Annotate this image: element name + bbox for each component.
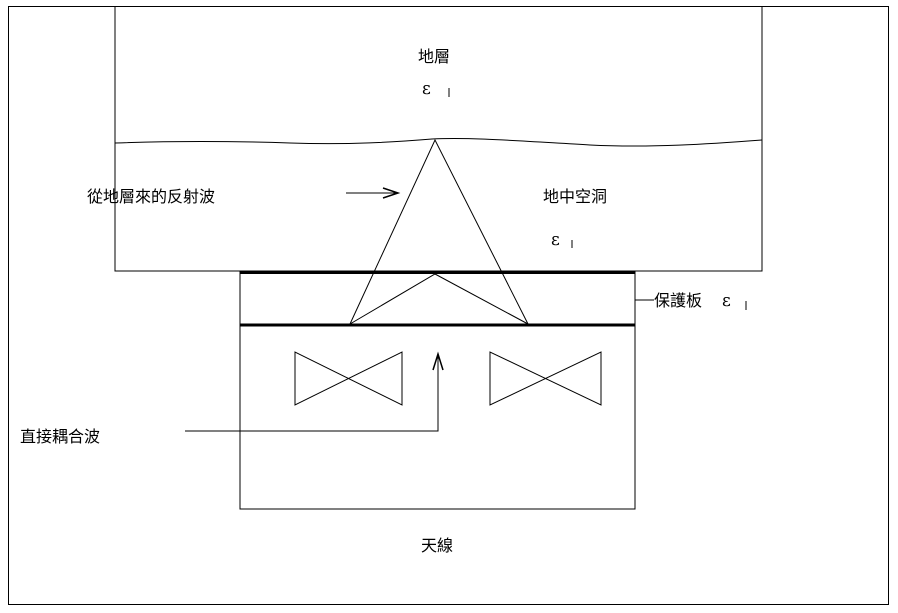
stratum-label: 地層 xyxy=(418,47,450,66)
stratum-boundary-line xyxy=(114,137,763,147)
protective-plate-label: 保護板 xyxy=(654,291,702,310)
antenna-element-left xyxy=(294,351,403,406)
antenna-housing xyxy=(239,324,636,510)
direct-coupling-label: 直接耦合波 xyxy=(20,427,100,446)
reflected-wave-pointer-head xyxy=(382,187,401,199)
direct-coupling-arrow xyxy=(185,356,439,432)
reflected-wave-label: 從地層來的反射波 xyxy=(87,187,215,206)
reflected-wave-path xyxy=(349,138,529,325)
antenna-element-right xyxy=(489,351,602,406)
outer-frame xyxy=(8,6,889,605)
cavity-label: 地中空洞 xyxy=(543,187,607,206)
direct-coupling-arrowhead xyxy=(432,351,444,371)
protective-plate-epsilon: ε xyxy=(722,291,731,311)
plate-reflection-path xyxy=(349,273,529,325)
protective-plate-box xyxy=(239,271,636,326)
stratum-epsilon: ε xyxy=(422,79,431,99)
cavity-epsilon: ε xyxy=(551,230,560,250)
antenna-label: 天線 xyxy=(421,536,453,555)
